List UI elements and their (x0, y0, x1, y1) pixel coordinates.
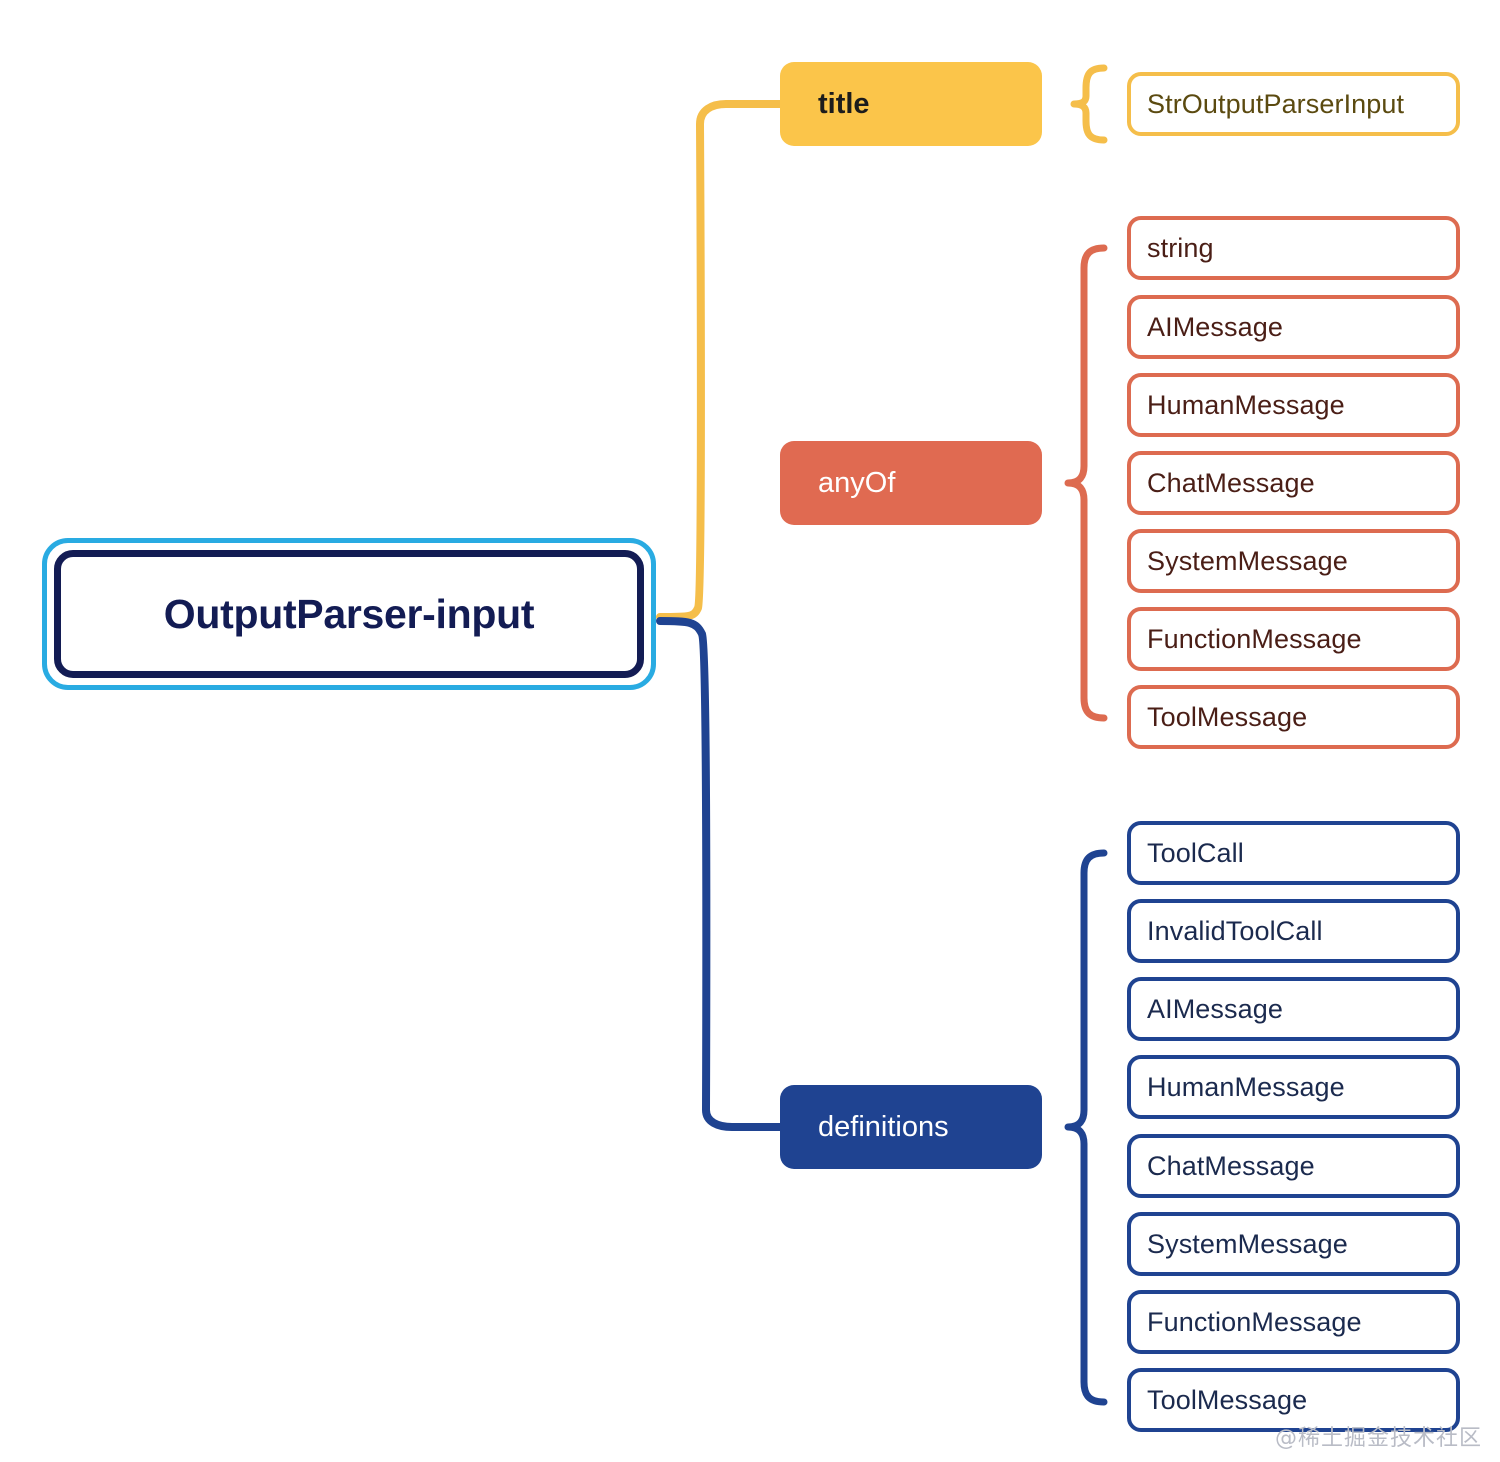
leaf-label: SystemMessage (1147, 545, 1348, 576)
watermark: @稀土掘金技术社区 (1274, 1426, 1482, 1451)
leaf-node-definitions-4[interactable]: ChatMessage (1127, 1134, 1460, 1198)
leaf-node-anyof-1[interactable]: AIMessage (1127, 295, 1460, 359)
connector-root-to-definitions (656, 617, 784, 1131)
leaf-node-stroutputparserinput[interactable]: StrOutputParserInput (1127, 72, 1460, 136)
branch-label-definitions: definitions (818, 1110, 949, 1143)
leaf-label: ToolMessage (1147, 701, 1308, 732)
leaf-label: InvalidToolCall (1147, 915, 1323, 946)
leaf-node-definitions-5[interactable]: SystemMessage (1127, 1212, 1460, 1276)
branch-node-anyof[interactable]: anyOf (780, 441, 1042, 525)
connector-root-to-title (656, 100, 784, 621)
leaf-label: ToolCall (1147, 837, 1244, 868)
leaf-label: FunctionMessage (1147, 1306, 1362, 1337)
brace-title (1070, 64, 1108, 144)
leaf-node-definitions-2[interactable]: AIMessage (1127, 977, 1460, 1041)
leaf-node-anyof-2[interactable]: HumanMessage (1127, 373, 1460, 437)
leaf-label: FunctionMessage (1147, 623, 1362, 654)
leaf-label: AIMessage (1147, 311, 1283, 342)
leaf-node-definitions-3[interactable]: HumanMessage (1127, 1055, 1460, 1119)
leaf-label: SystemMessage (1147, 1228, 1348, 1259)
leaf-label: HumanMessage (1147, 1071, 1345, 1102)
leaf-label: ToolMessage (1147, 1384, 1308, 1415)
leaf-node-definitions-7[interactable]: ToolMessage (1127, 1368, 1460, 1432)
leaf-label: string (1147, 232, 1214, 263)
leaf-node-anyof-3[interactable]: ChatMessage (1127, 451, 1460, 515)
leaf-node-definitions-0[interactable]: ToolCall (1127, 821, 1460, 885)
root-node-inner: OutputParser-input (54, 550, 644, 678)
leaf-label: AIMessage (1147, 993, 1283, 1024)
branch-node-title[interactable]: title (780, 62, 1042, 146)
leaf-node-definitions-1[interactable]: InvalidToolCall (1127, 899, 1460, 963)
leaf-label: StrOutputParserInput (1147, 88, 1405, 119)
root-node[interactable]: OutputParser-input (42, 538, 656, 690)
leaf-label: HumanMessage (1147, 389, 1345, 420)
brace-anyof (1064, 244, 1108, 722)
leaf-node-anyof-4[interactable]: SystemMessage (1127, 529, 1460, 593)
leaf-node-anyof-6[interactable]: ToolMessage (1127, 685, 1460, 749)
brace-definitions (1064, 849, 1108, 1406)
leaf-node-anyof-0[interactable]: string (1127, 216, 1460, 280)
leaf-node-anyof-5[interactable]: FunctionMessage (1127, 607, 1460, 671)
branch-label-title: title (818, 87, 870, 120)
root-node-label: OutputParser-input (163, 590, 535, 637)
leaf-label: ChatMessage (1147, 1150, 1315, 1181)
branch-label-anyof: anyOf (818, 466, 896, 499)
leaf-label: ChatMessage (1147, 467, 1315, 498)
branch-node-definitions[interactable]: definitions (780, 1085, 1042, 1169)
leaf-node-definitions-6[interactable]: FunctionMessage (1127, 1290, 1460, 1354)
